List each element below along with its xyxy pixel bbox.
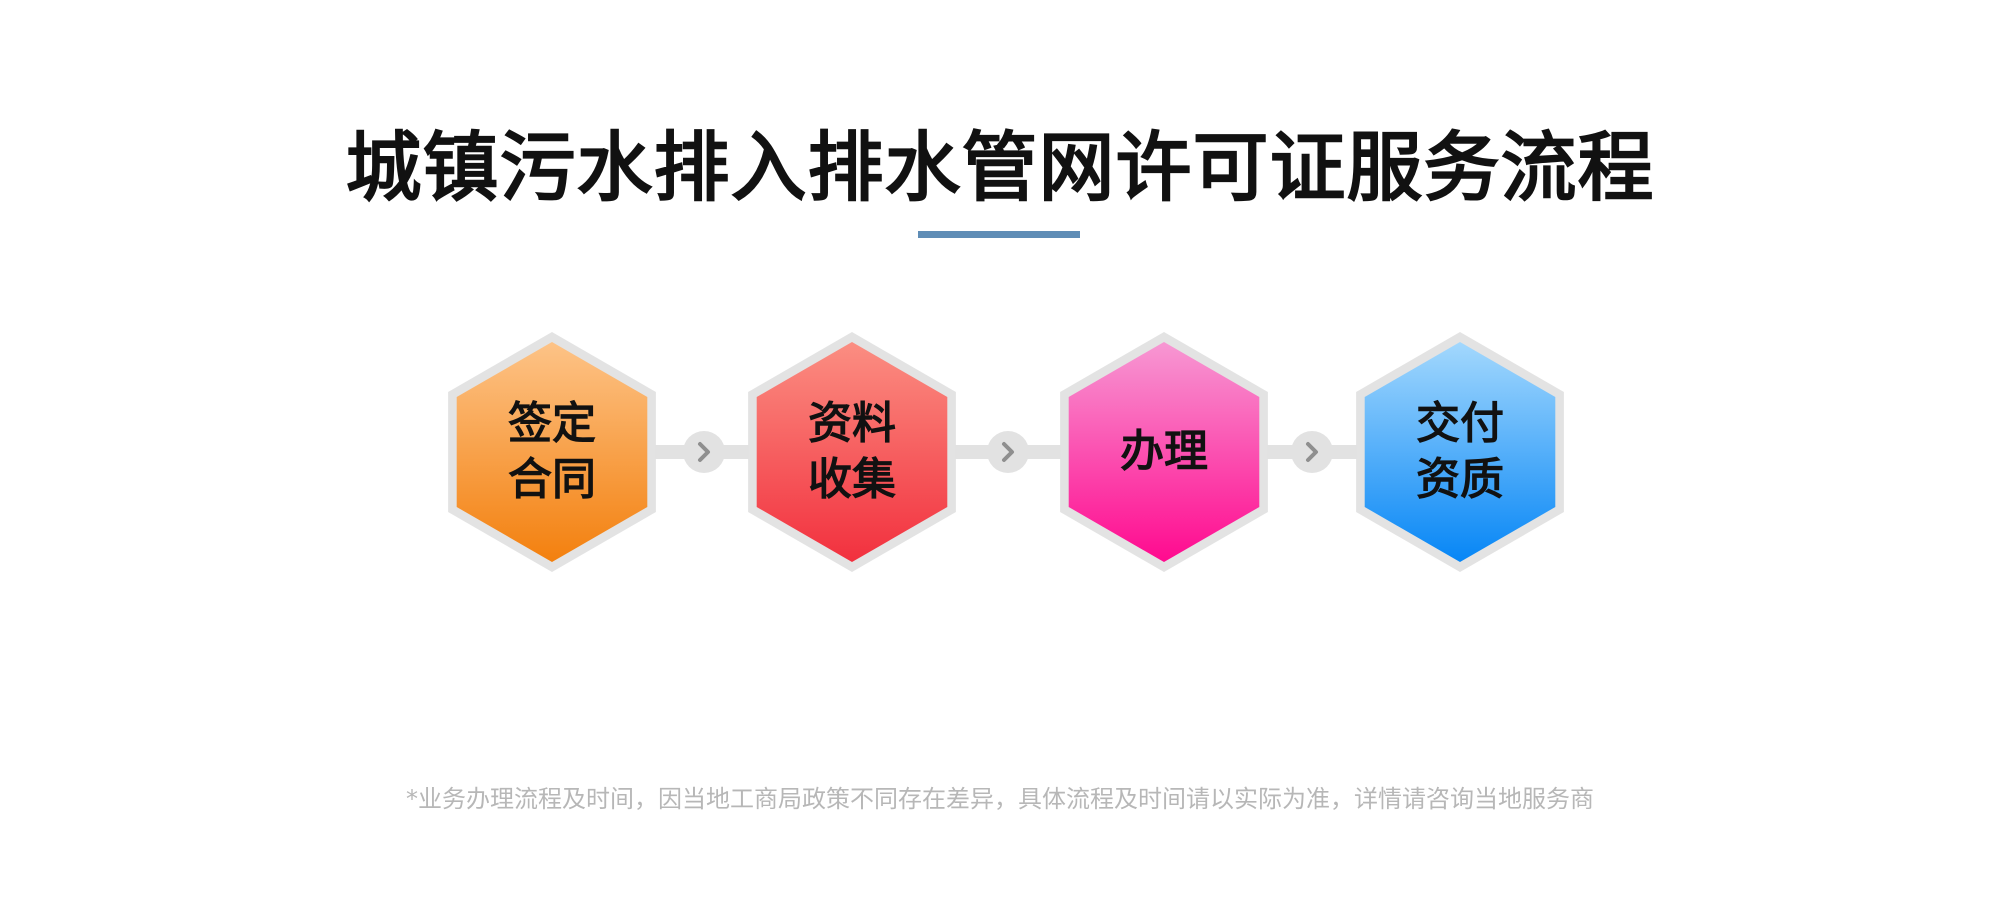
chevron-right-icon [1291,431,1333,473]
chevron-right-icon [683,431,725,473]
title-underline [918,231,1080,238]
page-title: 城镇污水排入排水管网许可证服务流程 [345,123,1655,212]
arrow-circles [683,431,1333,473]
step-hexagon [756,342,948,562]
step-label-sign-contract: 签定 合同 [508,398,596,505]
step-hexagon [456,342,648,562]
step-label-process: 办理 [1120,426,1208,477]
step-label-collect-materials: 资料 收集 [808,398,896,505]
step-hexagons [448,332,1564,572]
step-label-deliver-qualification: 交付 资质 [1416,398,1504,505]
footnote: *业务办理流程及时间，因当地工商局政策不同存在差异，具体流程及时间请以实际为准，… [406,785,1594,813]
step-hexagon [1068,342,1260,562]
step-hexagon [1364,342,1556,562]
chevron-right-icon [987,431,1029,473]
